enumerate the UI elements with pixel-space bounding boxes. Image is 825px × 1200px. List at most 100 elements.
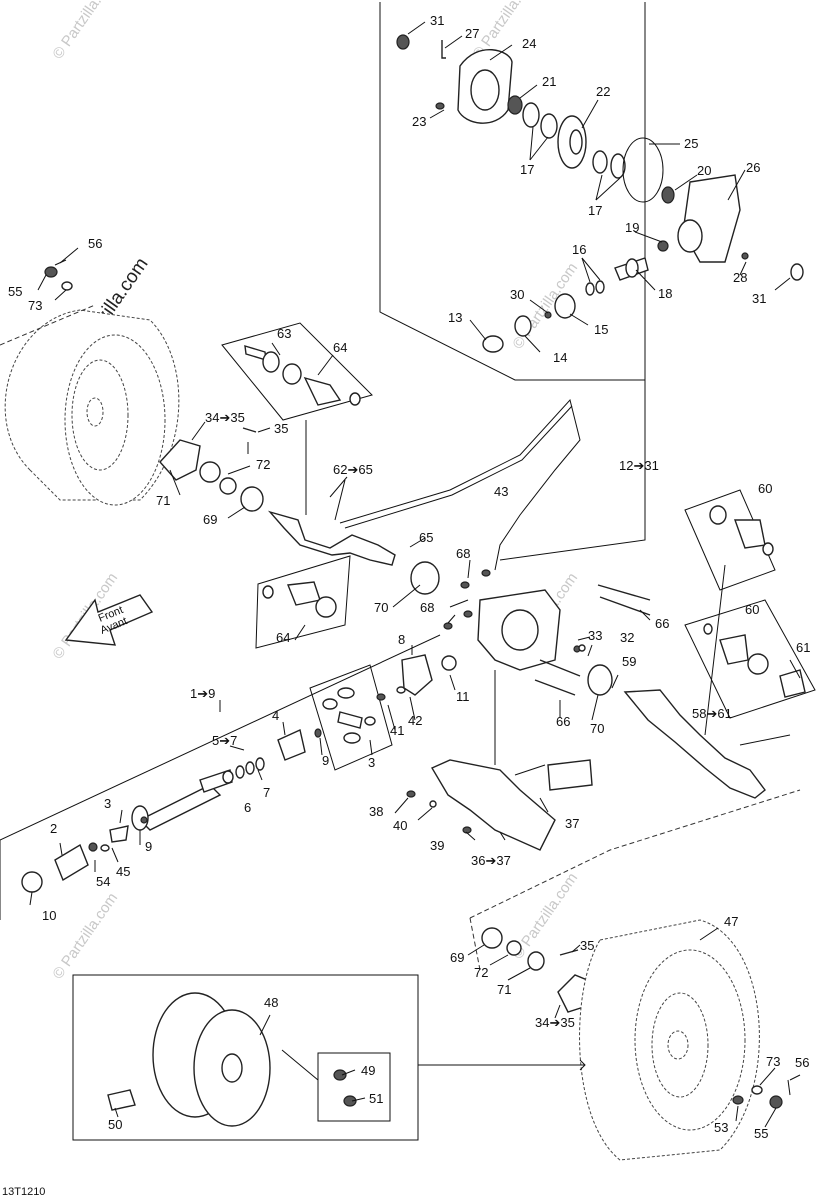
callout-68: 68: [456, 546, 470, 561]
callout-56: 56: [795, 1055, 809, 1070]
callout-14: 14: [553, 350, 567, 365]
callout-35: 35: [580, 938, 594, 953]
callout-70: 70: [590, 721, 604, 736]
callout-1-9: 1➔9: [190, 686, 215, 701]
callout-73: 73: [766, 1054, 780, 1069]
callout-49: 49: [361, 1063, 375, 1078]
callout-17: 17: [588, 203, 602, 218]
callout-31: 31: [752, 291, 766, 306]
callout-66: 66: [655, 616, 669, 631]
callout-28: 28: [733, 270, 747, 285]
differential-parts: [396, 34, 804, 353]
driveshaft: [21, 728, 322, 893]
ujoint-kit-frame: [309, 664, 393, 771]
callout-69: 69: [450, 950, 464, 965]
callout-45: 45: [116, 864, 130, 879]
callout-9: 9: [145, 839, 152, 854]
callout-55: 55: [8, 284, 22, 299]
watermark: © Partzilla.com: [49, 890, 121, 983]
callout-69: 69: [203, 512, 217, 527]
callout-35: 35: [274, 421, 288, 436]
callout-6: 6: [244, 800, 251, 815]
callout-25: 25: [684, 136, 698, 151]
figure-code: 13T1210: [2, 1186, 45, 1198]
callout-55: 55: [754, 1126, 768, 1141]
callout-30: 30: [510, 287, 524, 302]
axle-right: [623, 689, 766, 799]
callout-71: 71: [156, 493, 170, 508]
callout-18: 18: [658, 286, 672, 301]
rear-gearbox: [410, 561, 651, 696]
callout-73: 73: [28, 298, 42, 313]
callout-64: 64: [276, 630, 290, 645]
callout-72: 72: [474, 965, 488, 980]
driveshaft-frame-top: [0, 634, 441, 841]
callout-39: 39: [430, 838, 444, 853]
callout-62-65: 62➔65: [333, 462, 373, 477]
callout-66: 66: [556, 714, 570, 729]
shaft-kit-frame: [221, 322, 373, 421]
callout-31: 31: [430, 13, 444, 28]
callout-12-31: 12➔31: [619, 458, 659, 473]
callout-60: 60: [745, 602, 759, 617]
differential-detail-frame: [379, 2, 646, 381]
callout-60: 60: [758, 481, 772, 496]
callout-8: 8: [398, 632, 405, 647]
callout-54: 54: [96, 874, 110, 889]
callout-15: 15: [594, 322, 608, 337]
callout-65: 65: [419, 530, 433, 545]
cv-kit-frame: [255, 555, 351, 649]
callout-38: 38: [369, 804, 383, 819]
callout-24: 24: [522, 36, 536, 51]
callout-26: 26: [746, 160, 760, 175]
callout-16: 16: [572, 242, 586, 257]
cv-kit-right-lower: [684, 599, 816, 719]
callout-11: 11: [456, 689, 470, 704]
callout-17: 17: [520, 162, 534, 177]
skid-plate: [406, 759, 593, 851]
callout-10: 10: [42, 908, 56, 923]
callout-21: 21: [542, 74, 556, 89]
callout-22: 22: [596, 84, 610, 99]
callout-5-7: 5➔7: [212, 733, 237, 748]
callout-33: 33: [588, 628, 602, 643]
callout-64: 64: [333, 340, 347, 355]
tire-left: [4, 309, 180, 506]
callout-63: 63: [277, 326, 291, 341]
callout-32: 32: [620, 630, 634, 645]
callout-27: 27: [465, 26, 479, 41]
callouts: 31 27 24 21 22 23 17 25 17 20 26 19 16 2…: [8, 13, 810, 1141]
callout-53: 53: [714, 1120, 728, 1135]
callout-41: 41: [390, 723, 404, 738]
callout-47: 47: [724, 914, 738, 929]
callout-56: 56: [88, 236, 102, 251]
callout-37: 37: [565, 816, 579, 831]
callout-34-35: 34➔35: [205, 410, 245, 425]
callout-70: 70: [374, 600, 388, 615]
callout-42: 42: [408, 713, 422, 728]
brake-line: [339, 398, 581, 571]
cv-kit-right-upper: [684, 489, 776, 591]
callout-71: 71: [497, 982, 511, 997]
callout-51: 51: [369, 1091, 383, 1106]
callout-34-35: 34➔35: [535, 1015, 575, 1030]
callout-9: 9: [322, 753, 329, 768]
callout-48: 48: [264, 995, 278, 1010]
callout-50: 50: [108, 1117, 122, 1132]
callout-68: 68: [420, 600, 434, 615]
tire-right: [579, 919, 760, 1161]
callout-36-37: 36➔37: [471, 853, 511, 868]
rim-detail-box: [72, 974, 419, 1141]
callout-61: 61: [796, 640, 810, 655]
callout-19: 19: [625, 220, 639, 235]
leader-12-31: [499, 380, 646, 561]
callout-3: 3: [104, 796, 111, 811]
watermark: © Partzilla.com: [49, 0, 121, 62]
callout-4: 4: [272, 708, 279, 723]
callout-3: 3: [368, 755, 375, 770]
axle-left: [267, 510, 396, 566]
leader-lines: [29, 21, 801, 1128]
callout-7: 7: [263, 785, 270, 800]
callout-23: 23: [412, 114, 426, 129]
